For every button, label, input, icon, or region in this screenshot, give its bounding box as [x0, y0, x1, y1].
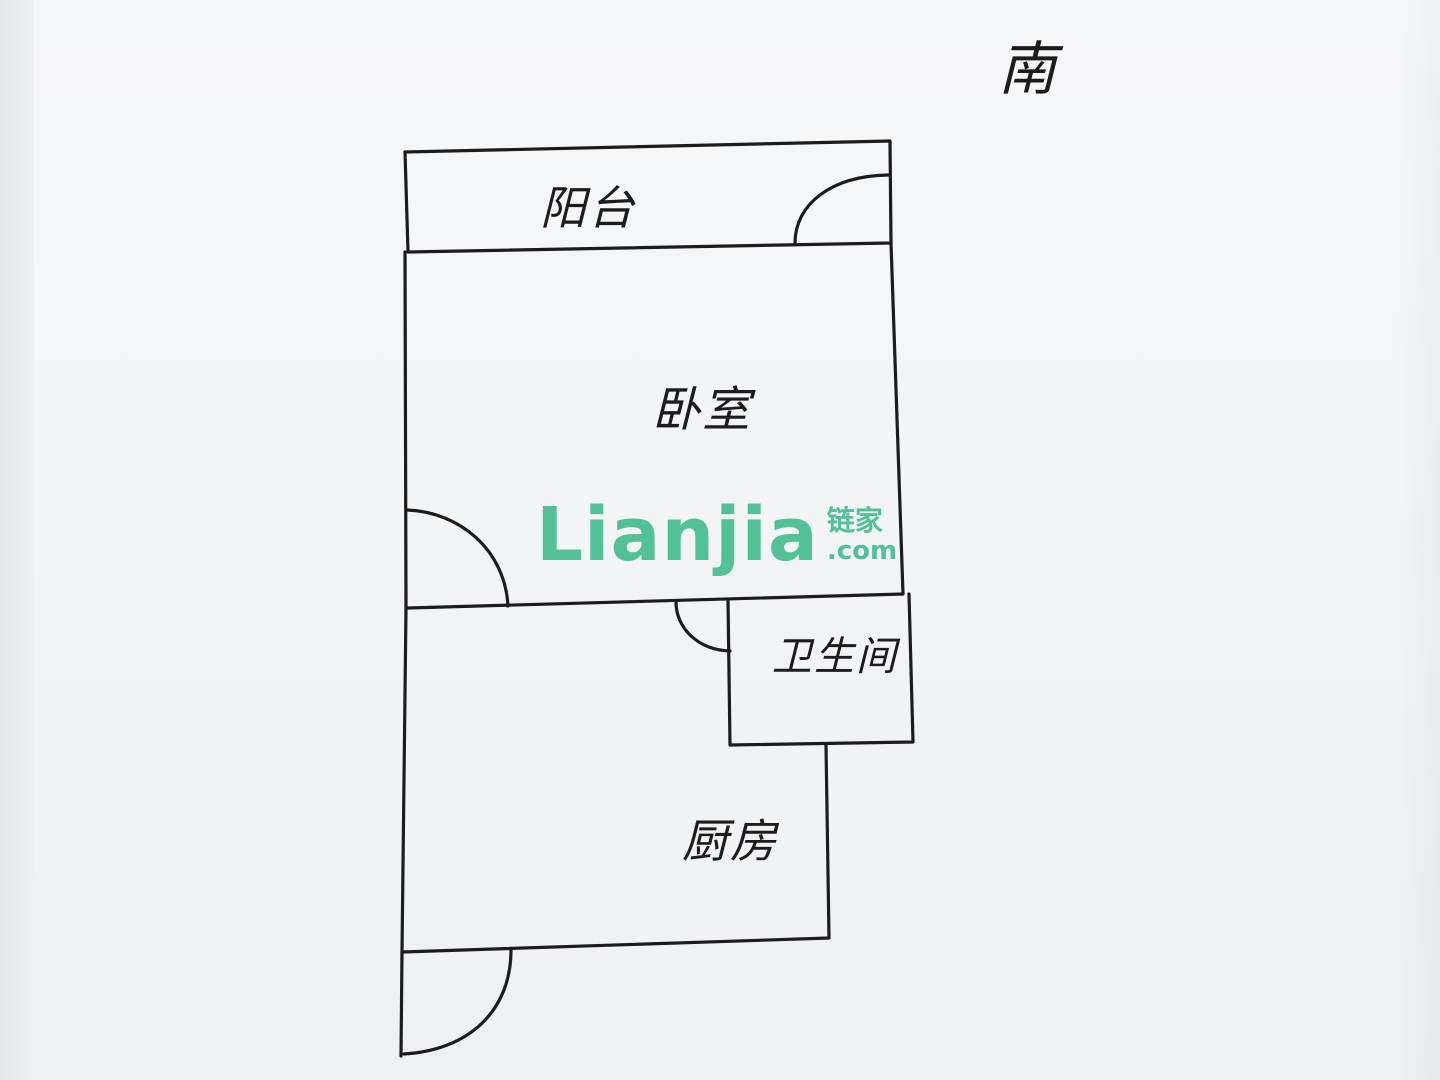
compass-label: 南	[998, 35, 1059, 103]
bathroom-label: 卫生间	[772, 634, 898, 680]
entrance-wall	[399, 950, 404, 1058]
balcony-door-arc	[793, 173, 890, 245]
watermark-brand: Lianjia	[536, 492, 819, 578]
paper-fold-shadow	[1395, 0, 1440, 1080]
watermark-side: 链家 .com	[826, 504, 898, 567]
kitchen-label: 厨房	[682, 814, 778, 868]
entrance-door-arc	[402, 948, 513, 1056]
bathroom-wall	[726, 592, 915, 747]
balcony-label: 阳台	[540, 181, 636, 235]
lianjia-watermark: Lianjia 链家 .com	[536, 492, 898, 578]
bedroom-wall	[403, 241, 905, 610]
kitchen-wall	[400, 606, 831, 954]
bedroom-label: 卧室	[652, 382, 753, 438]
watermark-domain: .com	[826, 536, 898, 566]
watermark-chinese: 链家	[826, 504, 883, 537]
bedroom-door-arc	[405, 508, 510, 608]
bathroom-door-arc	[674, 600, 732, 653]
paper-edge	[0, 0, 34, 1080]
